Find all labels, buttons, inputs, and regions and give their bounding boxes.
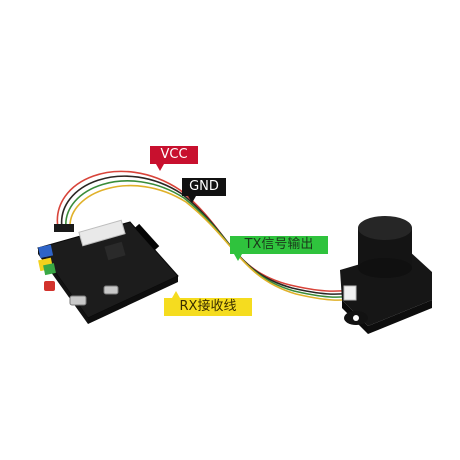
green-connector [43,263,56,276]
tx-signal-output-label: TX信号输出 [230,236,328,261]
wire-green [65,180,353,298]
board-chip [104,241,126,261]
controller-board [37,219,179,324]
wire-red [56,170,351,292]
sensor-dome-top [358,216,412,240]
rx-receive-line-label: RX接收线 [164,291,252,316]
wire-plug [54,224,74,232]
wire-yellow [69,184,354,301]
blue-connector [38,244,54,259]
black-pin-header [134,223,160,251]
white-header-connector [78,219,126,247]
gnd-label: GND [182,178,226,203]
red-button [44,281,55,291]
usb-port-1 [69,295,87,306]
usb-port-2 [103,285,119,295]
sensor-connector [343,285,357,301]
vcc-label: VCC [150,146,198,171]
lidar-sensor [340,216,432,334]
wire-bundle [54,170,354,301]
